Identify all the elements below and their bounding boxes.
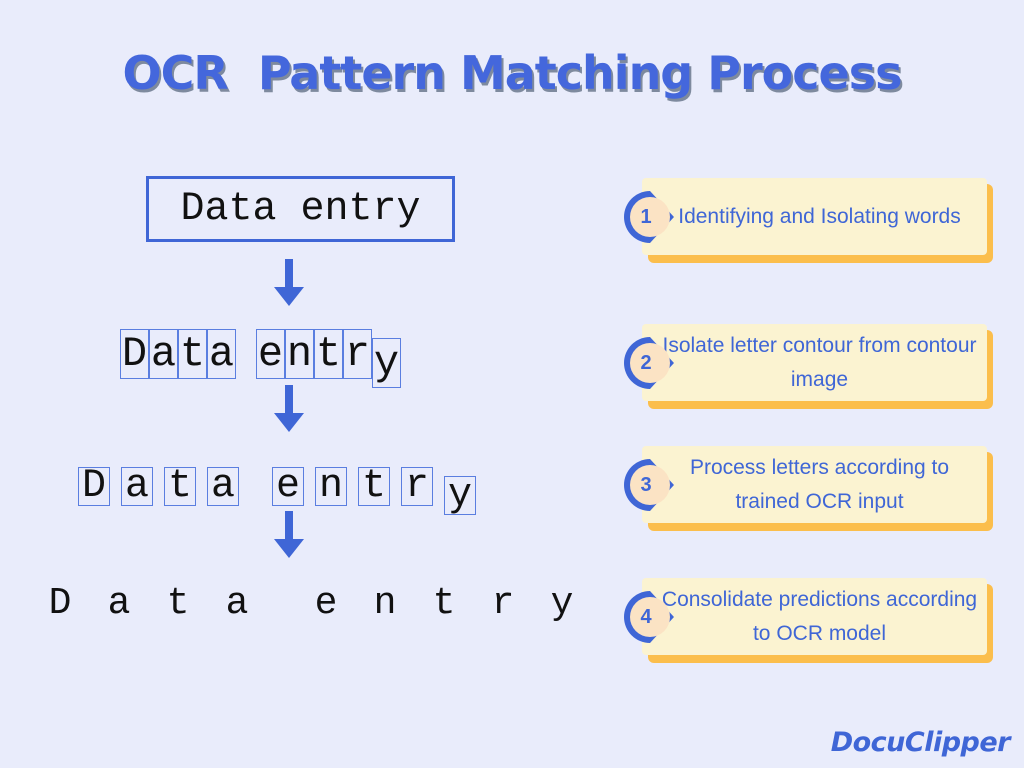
letter: a (225, 581, 249, 625)
down-arrow-icon (274, 511, 304, 558)
letter-box: r (401, 464, 433, 509)
step-marker-icon (624, 459, 674, 511)
letter-box: a (149, 329, 178, 379)
letter: r (491, 581, 515, 625)
letter: n (373, 581, 397, 625)
letter-box: a (207, 329, 236, 379)
step-number: 3 (640, 473, 652, 496)
separated-letter-row: D a t a e n t r y (78, 458, 487, 518)
step-marker-icon (624, 191, 674, 243)
step-label: Isolate letter contour from contour imag… (662, 333, 977, 391)
step-1: Identifying and Isolating words 1 (613, 178, 993, 263)
letter: t (432, 581, 456, 625)
letter-contour-row: D a t a e n t r y (120, 320, 401, 388)
letter-box: y (444, 473, 476, 518)
row1-text: Data entry (180, 186, 421, 232)
letter: D (48, 581, 72, 625)
step-label: Process letters according to trained OCR… (689, 455, 950, 513)
step-4: Consolidate predictions according to OCR… (613, 578, 993, 663)
step-number: 4 (640, 605, 652, 628)
step-marker-icon (624, 591, 674, 643)
step-card: Consolidate predictions according to OCR… (642, 578, 987, 655)
step-card: Process letters according to trained OCR… (642, 446, 987, 523)
page-title: OCR Pattern Matching Process (122, 46, 903, 100)
letter-box: n (285, 329, 314, 379)
step-number: 1 (640, 205, 652, 228)
step-card: Identifying and Isolating words (642, 178, 987, 255)
final-text-row: D a t a e n t r y (44, 580, 605, 626)
step-marker-icon (624, 337, 674, 389)
step-number: 2 (640, 351, 652, 374)
down-arrow-icon (274, 385, 304, 432)
letter-box: t (178, 329, 207, 379)
step-2: Isolate letter contour from contour imag… (613, 324, 993, 409)
letter-box: e (272, 464, 304, 509)
letter: a (107, 581, 131, 625)
letter-box: t (164, 464, 196, 509)
letter-box: y (372, 338, 401, 388)
step-label: Identifying and Isolating words (678, 204, 961, 228)
letter-box: a (121, 464, 153, 509)
letter-box: D (120, 329, 149, 379)
letter-box: t (358, 464, 390, 509)
letter-box: n (315, 464, 347, 509)
step-label: Consolidate predictions according to OCR… (661, 587, 978, 645)
step-3: Process letters according to trained OCR… (613, 446, 993, 531)
letter-box: a (207, 464, 239, 509)
step-card: Isolate letter contour from contour imag… (642, 324, 987, 401)
letter: t (166, 581, 190, 625)
docuclipper-logo: DocuClipper (830, 727, 1011, 758)
letter-box: e (256, 329, 285, 379)
letter-box: t (314, 329, 343, 379)
letter-box: D (78, 464, 110, 509)
letter: y (550, 581, 574, 625)
word-box: Data entry (146, 176, 455, 242)
down-arrow-icon (274, 259, 304, 306)
letter: e (314, 581, 338, 625)
letter-box: r (343, 329, 372, 379)
